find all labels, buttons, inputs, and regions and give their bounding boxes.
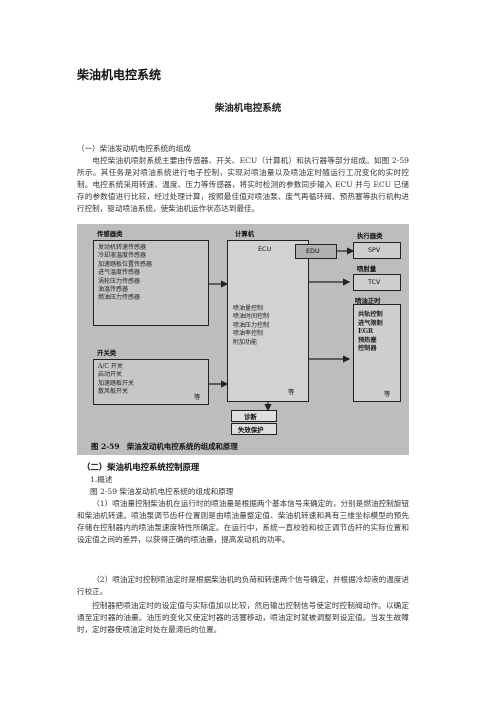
sensor-item: 涡轮压力传感器 xyxy=(98,277,141,285)
computer-title: 计算机 xyxy=(235,230,255,238)
computer-item: 附加功能 xyxy=(233,338,258,346)
section1-body: 电控柴油机喷射系统主要由传感器、开关、ECU（计算机）和执行器等部分组成。如图 … xyxy=(77,156,409,213)
spv-label: SPV xyxy=(368,246,381,254)
computer-function-list: 喷油量控制 喷油时间控制 喷油压力控制 喷油率控制 附加功能 xyxy=(233,305,269,347)
edu-label: EDU xyxy=(306,247,320,255)
injection-timing-label: 喷油正时 xyxy=(355,297,381,305)
spv-box: SPV xyxy=(353,242,401,259)
switches-box: A/C 开关 启动开关 加速踏板开关 散风板开关 等 xyxy=(93,359,209,405)
computer-box: ECU 喷油量控制 喷油时间控制 喷油压力控制 喷油率控制 附加功能 等 xyxy=(227,240,309,402)
other-actuators-list: 共轨控制 进气限制 EGR 预热塞 控制器 xyxy=(358,311,383,354)
document-title: 柴油机电控系统 xyxy=(77,68,162,82)
section-title: 柴油机电控系统 xyxy=(214,103,282,114)
actuator-item: EGR xyxy=(358,328,374,336)
tcv-box: TCV xyxy=(353,274,401,291)
sensors-title: 传感器类 xyxy=(97,230,123,238)
paragraph-injection-timing: （2）喷油定时控制喷油定时是根据柴油机的负荷和转速两个信号确定，并根据冷却液的温… xyxy=(77,575,409,596)
paragraph-timing-controller: 控制器把喷油定时的设定值与实际值加以比较，然后输出控制信号使定时控制阀动作。以确… xyxy=(77,601,409,634)
figure-reference: 图 2-59 柴油发动机电控系统的组成和原理 xyxy=(90,487,234,496)
figure-2-59: 传感器类 发动机转速传感器 冷却液温度传感器 加速踏板位置传感器 进气温度传感器… xyxy=(77,224,409,455)
overview-label: 1.概述 xyxy=(90,475,113,484)
diagnosis-box: 诊断 xyxy=(231,410,277,422)
switch-item: 启动开关 xyxy=(98,371,123,379)
sensors-box: 发动机转速传感器 冷却液温度传感器 加速踏板位置传感器 进气温度传感器 涡轮压力… xyxy=(93,240,209,326)
paragraph-injection-quantity: （1）喷油量控制柴油机在运行时的喷油量是根据两个基本信号来确定的，分别是燃油控制… xyxy=(77,499,409,544)
actuator-item: 进气限制 xyxy=(358,319,383,327)
sensor-item: 进气温度传感器 xyxy=(98,269,141,277)
computer-item: 喷油量控制 xyxy=(233,305,264,312)
sensor-item: 燃油压力传感器 xyxy=(98,294,141,302)
computer-item: 喷油率控制 xyxy=(233,330,264,338)
sensor-item: 冷却液温度传感器 xyxy=(98,252,147,260)
computer-etc: 等 xyxy=(288,388,295,396)
switches-title: 开关类 xyxy=(97,349,117,357)
sensor-list: 发动机转速传感器 冷却液温度传感器 加速踏板位置传感器 进气温度传感器 涡轮压力… xyxy=(98,244,152,303)
injection-qty-label: 喷射量 xyxy=(357,265,377,273)
failsafe-label: 失效保护 xyxy=(238,426,264,434)
actuators-etc: 等 xyxy=(384,390,391,398)
switch-list: A/C 开关 启动开关 加速踏板开关 散风板开关 xyxy=(98,363,134,397)
diagnosis-label: 诊断 xyxy=(244,413,257,421)
actuator-item: 控制器 xyxy=(358,345,377,353)
actuator-item: 预热塞 xyxy=(358,336,377,344)
sensor-item: 发动机转速传感器 xyxy=(98,244,147,251)
figure-caption: 图 2-59 柴油发动机电控系统的组成和原理 xyxy=(91,442,238,451)
section2-heading: （二）柴油机电控系统控制原理 xyxy=(82,462,200,472)
other-actuators-box: 共轨控制 进气限制 EGR 预热塞 控制器 等 xyxy=(353,304,401,402)
actuators-title: 执行器类 xyxy=(357,232,383,240)
computer-item: 喷油压力控制 xyxy=(233,321,270,329)
sensor-item: 油温传感器 xyxy=(98,286,129,294)
edu-box: EDU xyxy=(295,244,337,259)
tcv-label: TCV xyxy=(368,278,381,286)
actuator-item: 共轨控制 xyxy=(358,311,383,318)
switch-item: 加速踏板开关 xyxy=(98,379,135,387)
section1-heading: （一）柴油发动机电控系统的组成 xyxy=(77,144,191,153)
switch-item: 散风板开关 xyxy=(98,388,129,396)
switch-item: A/C 开关 xyxy=(98,363,123,370)
sensor-item: 加速踏板位置传感器 xyxy=(98,260,153,268)
ecu-label: ECU xyxy=(258,245,272,253)
switches-etc: 等 xyxy=(194,393,201,401)
computer-item: 喷油时间控制 xyxy=(233,313,270,321)
failsafe-box: 失效保护 xyxy=(231,423,277,435)
